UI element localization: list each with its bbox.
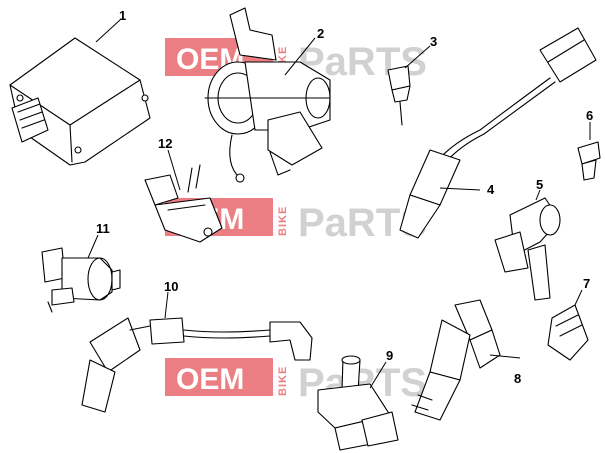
part-9-map-sensor [317,355,399,451]
part-11-pressure-regulator [41,234,121,313]
callout-12: 12 [158,136,172,151]
part-12-sensor-bracket [144,149,223,243]
part-8-injector [411,299,521,421]
part-10-spark-lead [81,291,313,413]
callout-2: 2 [317,26,324,41]
part-6-bolt [577,122,601,181]
callout-9: 9 [386,348,393,363]
callout-5: 5 [536,177,543,192]
callout-11: 11 [96,221,110,236]
callout-7: 7 [583,276,590,291]
part-2-throttle-body [204,7,331,183]
callout-1: 1 [119,8,126,23]
part-3-temp-sensor [387,45,431,126]
part-7-clip [547,289,589,361]
watermark-oem-text: OEM [176,363,244,396]
callout-10: 10 [164,279,178,294]
callout-4: 4 [487,182,495,197]
watermark-bike-text: BIKE [277,206,289,236]
watermark-bike-text: BIKE [277,366,289,396]
part-4-o2-sensor [399,27,597,239]
part-5-sensor [494,189,561,301]
callout-6: 6 [586,108,593,123]
part-1-ecu [9,19,151,166]
callout-3: 3 [430,34,437,49]
watermark-oem-box [165,358,273,396]
watermark-bottom: OEM BIKE PaRTS [165,358,427,405]
callout-8: 8 [514,371,521,386]
